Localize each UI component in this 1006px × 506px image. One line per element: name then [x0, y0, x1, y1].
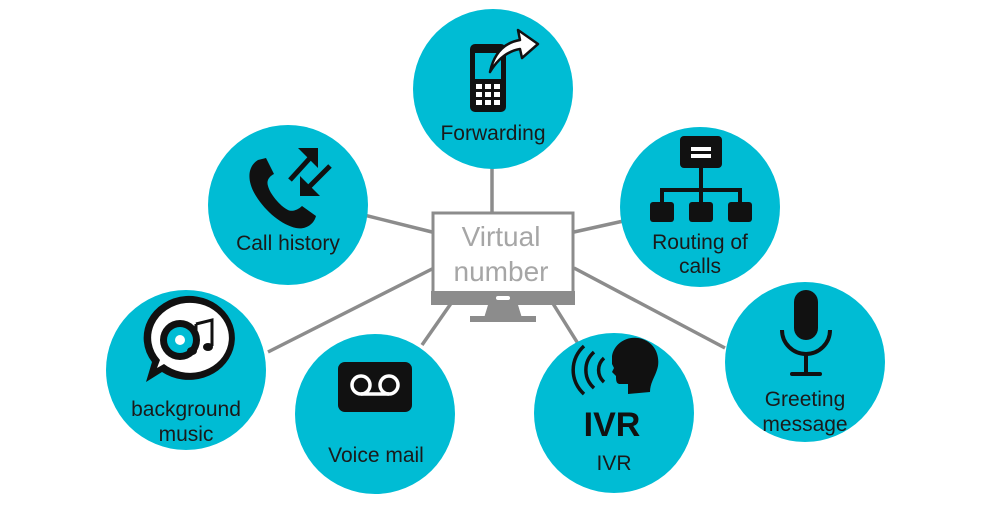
center-label-line1: Virtual — [462, 221, 541, 252]
greeting-label-line1: Greeting — [765, 388, 846, 411]
voicemail-icon — [338, 362, 412, 412]
monitor-power-led — [496, 296, 510, 300]
virtual-number-monitor[interactable]: Virtual number — [431, 211, 575, 322]
center-label-line2: number — [454, 256, 549, 287]
voice-mail-label: Voice mail — [328, 444, 424, 467]
music-disc-icon — [143, 295, 235, 382]
node-greeting[interactable]: Greeting message — [725, 282, 885, 442]
node-voice-mail-circle — [295, 334, 455, 494]
greeting-label-line2: message — [762, 413, 847, 436]
connector-call-history — [359, 212, 433, 234]
connector-background-music — [267, 266, 435, 354]
node-call-history-circle — [208, 125, 368, 285]
node-routing[interactable]: Routing of calls — [620, 127, 780, 287]
phone-forward-icon — [470, 28, 540, 112]
node-background-music[interactable]: background music — [106, 290, 266, 450]
connector-voice-mail — [420, 300, 454, 347]
background-music-label-line1: background — [131, 398, 241, 421]
node-ivr[interactable]: IVR IVR — [534, 333, 694, 493]
ivr-label: IVR — [596, 452, 631, 475]
speaking-head-icon — [571, 337, 659, 396]
forwarding-label: Forwarding — [440, 122, 545, 145]
connector-ivr — [550, 301, 584, 351]
ivr-icon-text: IVR — [584, 406, 641, 444]
connector-greeting — [573, 266, 726, 350]
background-music-label-line2: music — [159, 423, 214, 446]
node-voice-mail[interactable]: Voice mail — [295, 334, 455, 494]
microphone-icon — [780, 290, 832, 376]
monitor-base — [470, 316, 536, 322]
phone-arrows-icon — [249, 148, 332, 229]
routing-label-line1: Routing of — [652, 231, 748, 254]
routing-label-line2: calls — [679, 255, 721, 278]
connector-routing — [573, 218, 629, 234]
org-chart-icon — [650, 136, 752, 222]
connectors — [267, 165, 726, 354]
monitor-stand — [484, 305, 522, 318]
node-call-history[interactable]: Call history — [208, 125, 368, 285]
call-history-label: Call history — [236, 232, 340, 255]
node-forwarding[interactable]: Forwarding — [413, 9, 573, 169]
